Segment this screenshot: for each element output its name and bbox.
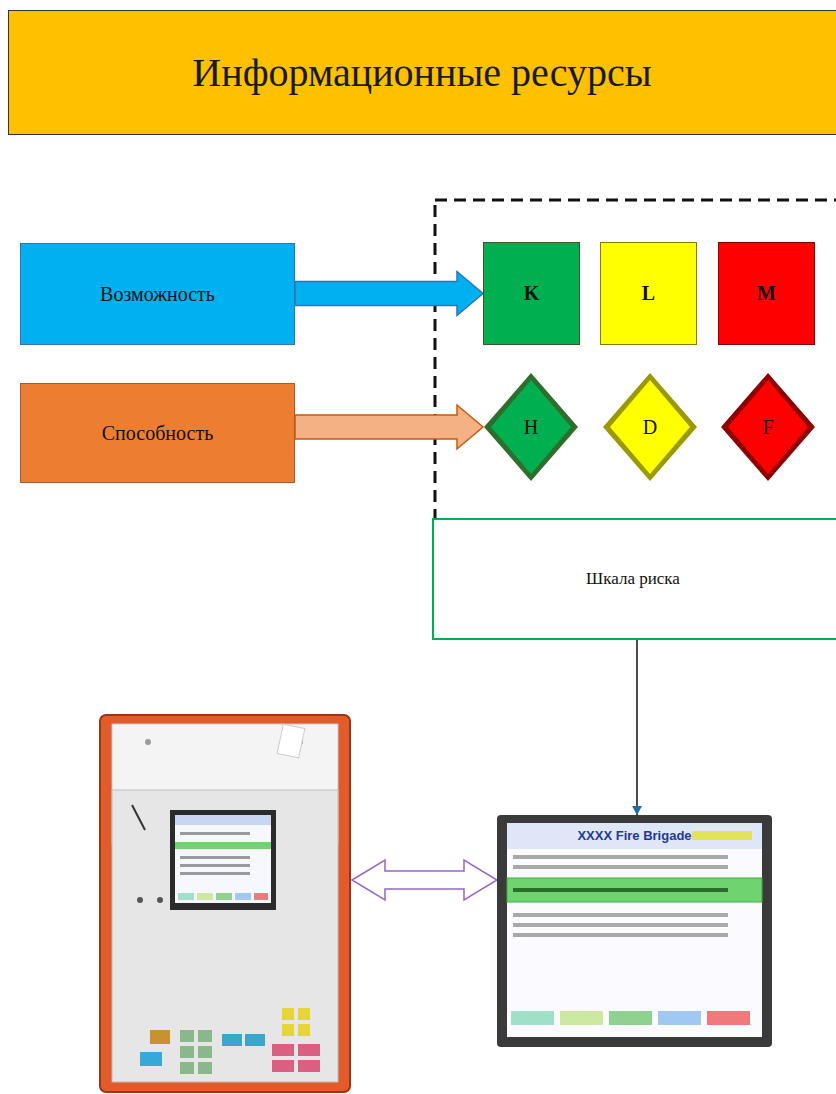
- arrow-head: [632, 806, 642, 815]
- screen-button: [197, 893, 213, 900]
- node-label: Шкала риска: [586, 569, 680, 589]
- screen-button: [235, 893, 251, 900]
- capability-box: Возможность: [20, 243, 295, 345]
- keypad-button: [245, 1034, 265, 1046]
- risk-scale-box: Шкала риска: [432, 518, 836, 640]
- level-square: L: [600, 242, 697, 345]
- level-diamond: D: [602, 372, 698, 482]
- screen-image: XXXX Fire Brigade: [497, 815, 772, 1047]
- keypad-button: [198, 1046, 212, 1058]
- device-photo: [100, 715, 350, 1092]
- screen-bezel: [497, 815, 772, 1047]
- level-diamond: F: [720, 372, 816, 482]
- screen-row: [180, 872, 250, 875]
- screen-row: [513, 865, 728, 869]
- screen-highlight-row: [507, 878, 762, 902]
- block-arrow: [295, 272, 483, 316]
- block-arrow: [295, 405, 483, 449]
- keypad-button: [180, 1030, 194, 1042]
- keypad-button: [198, 1062, 212, 1074]
- keypad-button: [298, 1044, 320, 1056]
- keypad-button: [298, 1024, 310, 1036]
- screen-row: [513, 923, 728, 927]
- keypad-button: [150, 1030, 170, 1044]
- device-screen-bezel: [170, 810, 276, 910]
- connector-line: [636, 640, 638, 815]
- keypad-button: [198, 1030, 212, 1042]
- screen-row: [180, 864, 250, 867]
- screen-header: [175, 815, 271, 825]
- screen-header: [507, 823, 762, 849]
- node-label: K: [524, 282, 540, 305]
- title-text: Информационные ресурсы: [192, 49, 651, 96]
- diamond-bevel: [603, 373, 697, 481]
- lid-label: [277, 724, 305, 758]
- double-arrow: [352, 860, 497, 900]
- keypad-button: [180, 1046, 194, 1058]
- dashed-frame: [435, 200, 836, 520]
- ability-box: Способность: [20, 383, 295, 483]
- diamond-bevel: [721, 373, 815, 481]
- device-case: [100, 715, 350, 1092]
- node-label: D: [643, 416, 657, 439]
- keypad-button: [272, 1060, 294, 1072]
- indicator: [157, 897, 163, 903]
- screen-button: [178, 893, 194, 900]
- screen-row: [180, 856, 250, 859]
- diamond-face: [728, 380, 808, 474]
- screen-button: [254, 893, 268, 900]
- diamond-face: [610, 380, 690, 474]
- node-label: M: [757, 282, 776, 305]
- device-screen: [175, 815, 271, 903]
- antenna: [132, 805, 145, 830]
- screen-button: [560, 1011, 603, 1025]
- keypad-button: [140, 1052, 162, 1066]
- screw: [145, 739, 151, 745]
- keypad-button: [282, 1024, 294, 1036]
- screen-row: [180, 832, 250, 835]
- screen-button: [216, 893, 232, 900]
- screen-button: [658, 1011, 701, 1025]
- node-label: Способность: [102, 422, 214, 445]
- keypad-button: [222, 1034, 242, 1046]
- screen-row: [513, 855, 728, 859]
- node-label: H: [524, 416, 538, 439]
- header-badge: [692, 831, 752, 840]
- screen-button: [707, 1011, 750, 1025]
- node-label: L: [642, 282, 655, 305]
- node-label: Возможность: [100, 283, 215, 306]
- keypad-button: [180, 1062, 194, 1074]
- diamond-face: [491, 380, 571, 474]
- level-square: K: [483, 242, 580, 345]
- device-face: [112, 790, 338, 1082]
- screen-decor: [497, 815, 772, 1047]
- keypad-button: [282, 1008, 294, 1020]
- screen-area: [507, 823, 762, 1037]
- screen-button: [511, 1011, 554, 1025]
- node-label: XXXX Fire Brigade: [577, 828, 691, 843]
- keypad-button: [272, 1044, 294, 1056]
- keypad-button: [298, 1060, 320, 1072]
- title-band: Информационные ресурсы: [8, 10, 836, 135]
- screen-row: [513, 913, 728, 917]
- diamond-bevel: [484, 373, 578, 481]
- screen-button: [609, 1011, 652, 1025]
- screen-row: [513, 888, 728, 892]
- keypad-button: [298, 1008, 310, 1020]
- screen-highlight: [175, 842, 271, 849]
- indicator: [137, 897, 143, 903]
- level-square: M: [718, 242, 815, 345]
- connector-arrow: [632, 640, 642, 815]
- node-label: F: [762, 416, 773, 439]
- screen-row: [513, 933, 728, 937]
- level-diamond: H: [483, 372, 579, 482]
